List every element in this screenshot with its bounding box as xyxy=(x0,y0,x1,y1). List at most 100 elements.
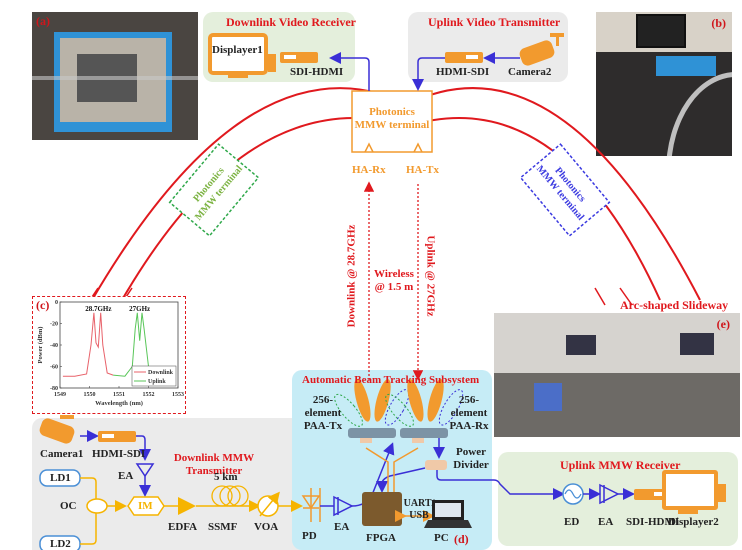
central-terminal-line1: Photonics xyxy=(369,106,415,118)
edfa-amplifier-icon xyxy=(178,497,196,515)
downlink-tx-title-line1: Downlink MMW xyxy=(173,452,255,464)
central-terminal-line2: MMW terminal xyxy=(354,119,430,131)
fpga-label: FPGA xyxy=(366,532,396,544)
enclosure xyxy=(656,56,716,76)
slideway-label: Arc-shaped Slideway xyxy=(620,298,729,312)
ea2-label: EA xyxy=(334,521,350,533)
downlink-transmitter-title: Downlink MMW Transmitter xyxy=(164,452,264,478)
ld1-label: LD1 xyxy=(50,472,71,484)
power-divider-icon xyxy=(425,460,447,470)
fpga-control-rx xyxy=(393,447,419,492)
ld2-fiber xyxy=(80,512,97,545)
camera1-icon xyxy=(39,415,75,444)
series-line-uplink xyxy=(113,312,149,377)
displayer1-stand xyxy=(228,74,248,78)
central-terminal-box xyxy=(351,90,433,153)
legend-label-downlink: Downlink xyxy=(148,370,174,376)
central-terminal-label: Photonics MMW terminal xyxy=(352,106,432,132)
displayer2-tower xyxy=(718,484,726,502)
ld2-label: LD2 xyxy=(50,538,71,550)
monitor xyxy=(636,14,686,48)
ea-amplifier-icon xyxy=(135,463,155,478)
hdmi-to-ea-link xyxy=(136,435,151,461)
spectrum-panel-c xyxy=(32,296,186,414)
paa-tx-array-icon xyxy=(334,379,410,443)
uart-label: UART/ xyxy=(403,498,435,509)
hdmi-sdi-top-label: HDMI-SDI xyxy=(436,66,490,78)
sdi-hdmi-top-icon xyxy=(280,52,318,63)
oc-coupler-icon xyxy=(86,498,108,514)
wireless-distance-label: Wireless @ 1.5 m xyxy=(370,268,418,294)
beam-tracking-title: Automatic Beam Tracking Subsystem xyxy=(302,374,480,386)
paa-rx-array-icon xyxy=(385,379,464,443)
power-divider-line2: Divider xyxy=(453,459,489,471)
panel-label-d: (d) xyxy=(454,532,469,546)
y-tick-label: -80 xyxy=(50,386,58,392)
annotation-downlink-freq: 28.7GHz xyxy=(85,305,111,313)
paa-rx-line3: PAA-Rx xyxy=(449,420,489,432)
panel-label-e: (e) xyxy=(716,317,730,331)
displayer1-label: Displayer1 xyxy=(212,44,263,56)
downlink-video-receiver-title: Downlink Video Receiver xyxy=(226,15,356,29)
power-divider-label: Power Divider xyxy=(448,446,494,472)
x-tick-label: 1553 xyxy=(172,392,184,398)
wireless-line2: @ 1.5 m xyxy=(374,281,414,293)
ha-tx-antenna-icon xyxy=(413,142,423,153)
photo-a-terminal-enclosure: (a) xyxy=(32,12,198,140)
y-tick-label: 0 xyxy=(55,300,58,306)
y-tick-label: -60 xyxy=(50,365,58,371)
paa-rx-line2: element xyxy=(450,407,488,419)
uplink-ea-label: EA xyxy=(598,516,614,528)
ea-label: EA xyxy=(118,470,134,482)
ha-tx-label: HA-Tx xyxy=(406,164,439,176)
x-tick-label: 1552 xyxy=(143,392,155,398)
paa-rx-line1: 256- xyxy=(458,394,480,406)
panel-label-c: (c) xyxy=(36,298,50,312)
wireless-line1: Wireless xyxy=(374,268,414,280)
paa-rx-label: 256- element PAA-Rx xyxy=(444,394,494,433)
pd-label: PD xyxy=(302,530,317,542)
divider-to-fpga-link xyxy=(376,467,426,493)
chart-pointer-1 xyxy=(91,287,99,298)
paa-tx-line1: 256- xyxy=(312,394,334,406)
downlink-video-link xyxy=(329,52,370,91)
ld1-fiber xyxy=(80,477,97,500)
divider-to-ed-link xyxy=(436,470,565,500)
monitor-left xyxy=(566,335,596,355)
oc-label: OC xyxy=(60,500,77,512)
camera2-label: Camera2 xyxy=(508,66,552,78)
downlink-tx-title-line2: Transmitter xyxy=(185,465,243,477)
legend-label-uplink: Uplink xyxy=(148,379,166,385)
hdmi-sdi-bottom-label: HDMI-SDI xyxy=(92,448,146,460)
ed-label: ED xyxy=(564,516,580,528)
displayer2-stand xyxy=(678,510,698,514)
displayer1-tower xyxy=(268,54,276,72)
y-axis-label: Power (dBm) xyxy=(37,327,44,364)
y-tick-label: -40 xyxy=(50,343,58,349)
laptop xyxy=(534,383,562,411)
voa-label: VOA xyxy=(254,521,279,533)
camera2-icon xyxy=(519,33,564,66)
fpga-control-tx xyxy=(365,447,389,492)
uart-usb-label: UART/ USB xyxy=(402,498,436,522)
downlink-transmitter-panel xyxy=(32,418,334,550)
rail xyxy=(32,76,198,80)
edfa-label: EDFA xyxy=(168,521,198,533)
x-tick-label: 1550 xyxy=(84,392,96,398)
panel-label-b: (b) xyxy=(711,16,726,30)
x-tick-label: 1551 xyxy=(113,392,125,398)
slideway-pointer-1 xyxy=(594,287,606,306)
uplink-frequency-label: Uplink @ 27GHz xyxy=(424,235,437,317)
hdmi-sdi-top-icon xyxy=(445,52,483,63)
y-tick-label: -20 xyxy=(50,322,58,328)
photo-e-lab-setup: (e) xyxy=(494,313,740,437)
ha-rx-label: HA-Rx xyxy=(352,164,386,176)
camera1-label: Camera1 xyxy=(40,448,84,460)
chart-pointer-2 xyxy=(125,287,133,298)
paa-tx-line3: PAA-Tx xyxy=(303,420,343,432)
paa-tx-line2: element xyxy=(304,407,342,419)
displayer1-icon xyxy=(208,33,268,75)
pc-label: PC xyxy=(434,532,449,544)
